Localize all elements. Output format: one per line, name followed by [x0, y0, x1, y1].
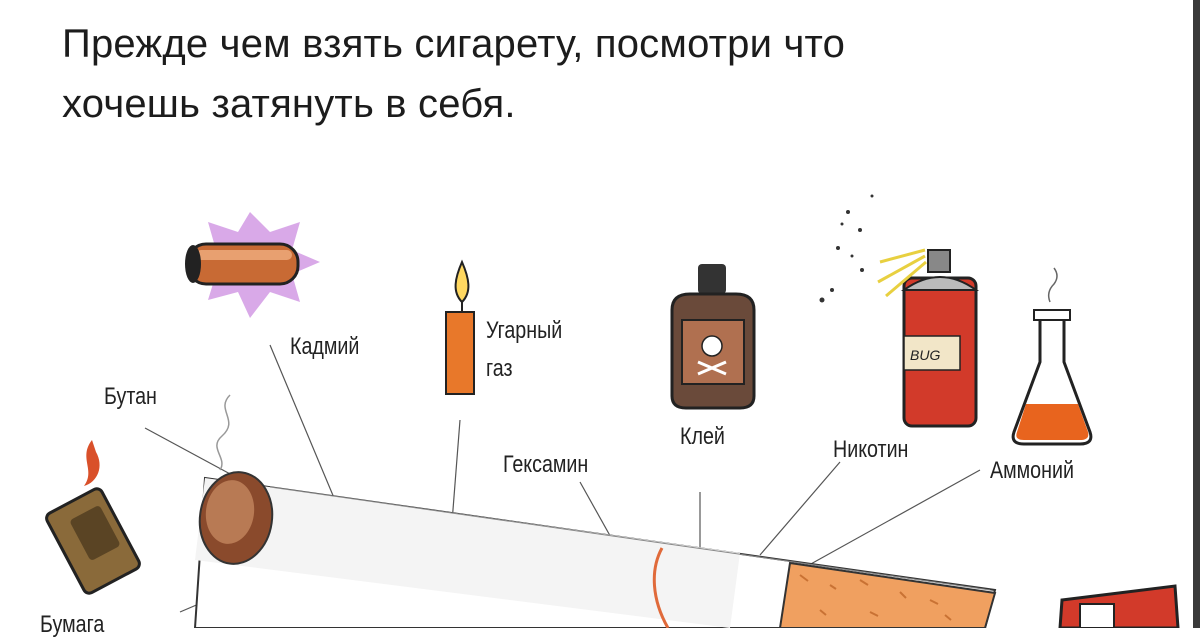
label-carbon-monoxide-line-2: газ [486, 355, 513, 382]
flask-icon [1011, 267, 1093, 446]
spray-can-label: BUG [910, 347, 940, 363]
spray-can-icon: BUG [819, 194, 980, 428]
battery-icon [185, 212, 320, 318]
matchbox-icon [1058, 584, 1180, 628]
headline-line-2: хочешь затянуть в себя. [62, 82, 516, 126]
label-nicotine: Никотин [833, 436, 909, 463]
cigarette-filter [778, 561, 997, 628]
cigarette [193, 471, 997, 628]
glue-bottle-icon [670, 264, 756, 410]
pointer-nicotine [759, 461, 841, 556]
label-ammonium: Аммоний [990, 457, 1074, 484]
screen-edge [1193, 0, 1200, 628]
label-hexamine: Гексамин [503, 451, 589, 478]
candle-icon [445, 259, 475, 395]
label-cadmium: Кадмий [290, 333, 360, 360]
label-glue: Клей [680, 423, 725, 450]
lighter-icon [45, 440, 141, 595]
pointer-ammonium [799, 469, 981, 571]
headline-line-1: Прежде чем взять сигарету, посмотри что [62, 22, 846, 66]
label-carbon-monoxide-line-1: Угарный [486, 317, 563, 344]
label-paper: Бумага [40, 611, 105, 638]
smoke-curl [216, 394, 231, 471]
headline: Прежде чем взять сигарету, посмотри что … [62, 14, 1142, 134]
label-butane: Бутан [104, 383, 157, 410]
